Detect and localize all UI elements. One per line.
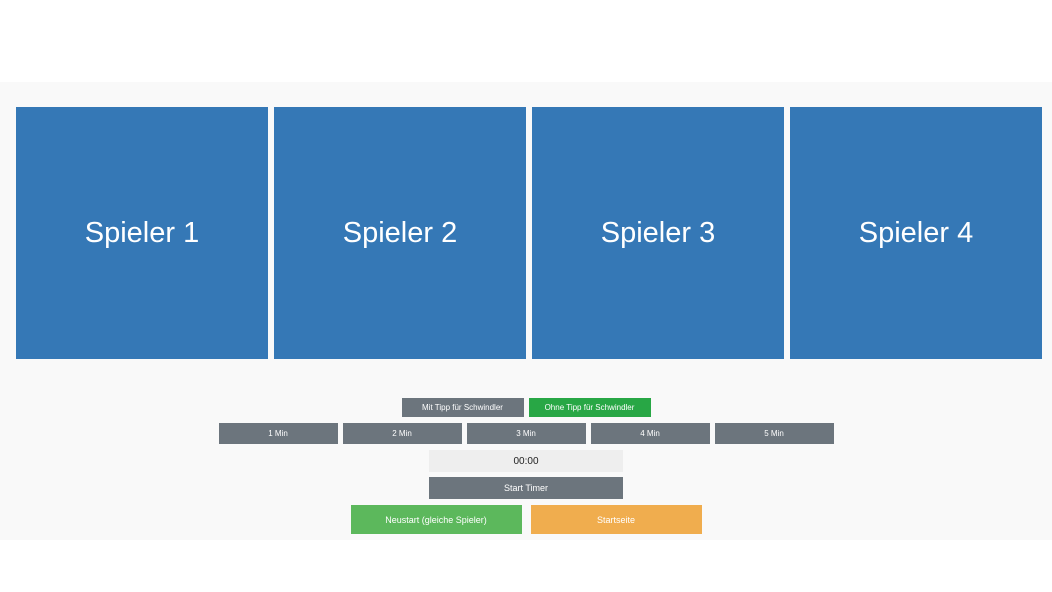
- duration-1-min-button[interactable]: 1 Min: [218, 423, 338, 444]
- timer-display: 00:00: [429, 450, 623, 472]
- restart-same-players-button[interactable]: Neustart (gleiche Spieler): [350, 505, 522, 534]
- without-hint-button[interactable]: Ohne Tipp für Schwindler: [528, 398, 651, 417]
- action-row: Neustart (gleiche Spieler) Startseite: [0, 505, 1052, 534]
- start-timer-button[interactable]: Start Timer: [429, 477, 623, 499]
- timer-row: 00:00: [0, 450, 1052, 472]
- duration-4-min-button[interactable]: 4 Min: [590, 423, 710, 444]
- player-card-1[interactable]: Spieler 1: [16, 107, 268, 359]
- player-grid: Spieler 1 Spieler 2 Spieler 3 Spieler 4: [16, 107, 1042, 359]
- player-card-4[interactable]: Spieler 4: [790, 107, 1042, 359]
- duration-5-min-button[interactable]: 5 Min: [714, 423, 834, 444]
- player-card-2[interactable]: Spieler 2: [274, 107, 526, 359]
- home-button[interactable]: Startseite: [530, 505, 702, 534]
- mode-toggle-group: Mit Tipp für Schwindler Ohne Tipp für Sc…: [0, 398, 1052, 417]
- with-hint-button[interactable]: Mit Tipp für Schwindler: [401, 398, 524, 417]
- duration-3-min-button[interactable]: 3 Min: [466, 423, 586, 444]
- control-panel: Mit Tipp für Schwindler Ohne Tipp für Sc…: [0, 398, 1052, 534]
- player-card-3[interactable]: Spieler 3: [532, 107, 784, 359]
- duration-2-min-button[interactable]: 2 Min: [342, 423, 462, 444]
- start-row: Start Timer: [0, 477, 1052, 499]
- duration-button-group: 1 Min 2 Min 3 Min 4 Min 5 Min: [0, 423, 1052, 444]
- game-screen: Spieler 1 Spieler 2 Spieler 3 Spieler 4 …: [0, 82, 1052, 540]
